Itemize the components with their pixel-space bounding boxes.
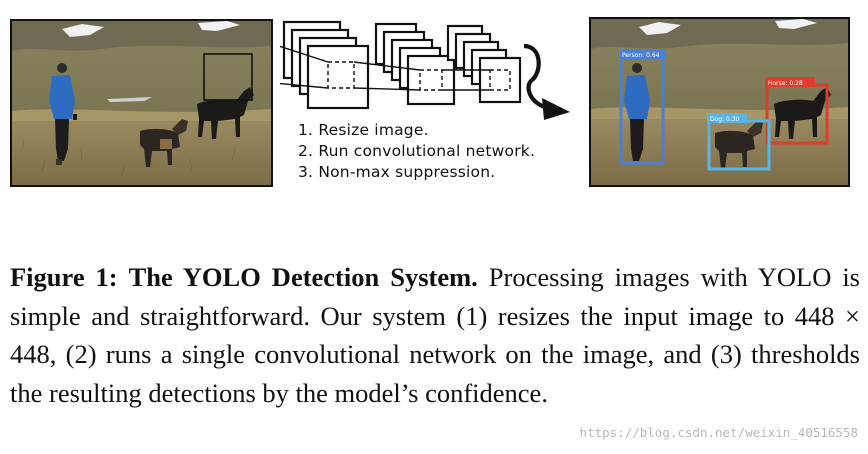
step-run-network: 2. Run convolutional network. (298, 142, 536, 160)
conv-layer-stack-3 (446, 24, 522, 104)
conv-layer-stack-2 (374, 22, 456, 106)
detection-dog: Dog: 0.30 (707, 113, 771, 171)
detection-person-label: Person: 0.64 (622, 52, 660, 59)
person-figure (624, 63, 650, 161)
input-image (10, 19, 273, 187)
projection-lines (280, 45, 490, 91)
caption-title: The YOLO Detection System. (128, 262, 478, 292)
caption-text-2: , (2) runs a single convolutional networ… (10, 339, 860, 408)
snow-patch (198, 21, 240, 31)
output-arrow (523, 43, 549, 111)
caption-text-1: Processing images with YOLO is simple an… (10, 262, 860, 331)
resize-crop-box (203, 53, 253, 101)
output-image: Person: 0.64 Horse: 0.28 Dog: 0.30 (589, 17, 850, 187)
step-nms: 3. Non-max suppression. (298, 163, 496, 181)
caption-math: 448 × 448 (10, 300, 860, 370)
person-figure (49, 63, 77, 165)
dog-figure (715, 121, 763, 169)
cnn-diagram (280, 20, 570, 120)
dog-figure (140, 119, 188, 167)
output-scene: Person: 0.64 Horse: 0.28 Dog: 0.30 (591, 19, 848, 185)
conv-layer-stack-1 (282, 20, 370, 110)
step-resize: 1. Resize image. (298, 121, 429, 139)
detection-person: Person: 0.64 (619, 49, 665, 165)
horse-figure (774, 87, 831, 139)
watermark: https://blog.csdn.net/weixin_40516558 (579, 425, 858, 440)
snow-patch (62, 24, 104, 37)
pipeline-steps: 1. Resize image. 2. Run convolutional ne… (298, 120, 535, 183)
caption-label: Figure 1: (10, 262, 118, 292)
figure-caption: Figure 1: The YOLO Detection System. Pro… (10, 258, 860, 412)
detection-horse: Horse: 0.28 (765, 77, 829, 145)
detection-horse-label: Horse: 0.28 (768, 80, 803, 87)
input-scene (12, 21, 271, 185)
detection-dog-label: Dog: 0.30 (710, 116, 740, 123)
